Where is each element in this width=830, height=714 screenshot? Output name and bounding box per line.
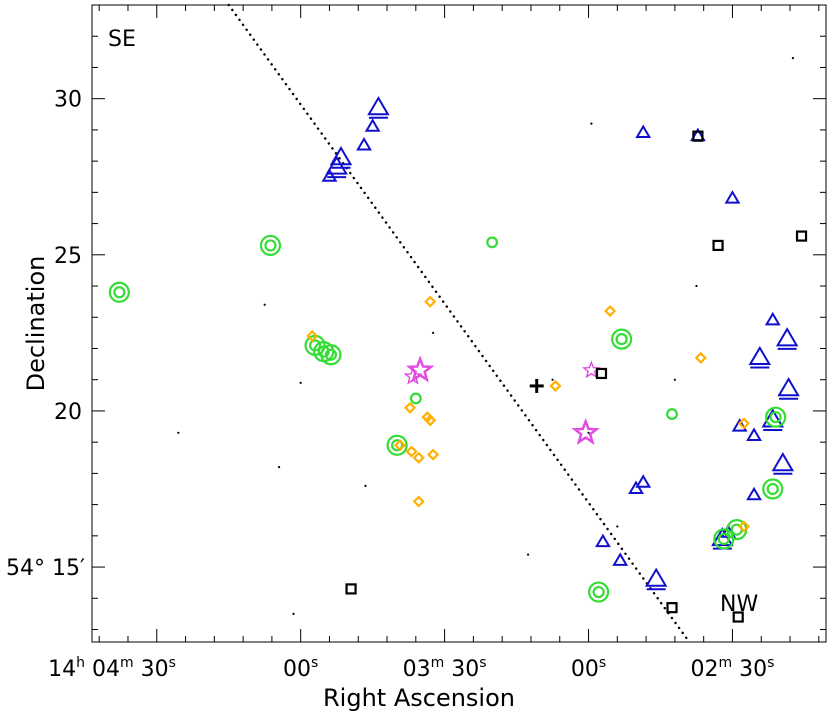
x-axis-title: Right Ascension [323,684,515,712]
diamond-marker [393,439,407,452]
circle-inner-ring [264,239,277,252]
circle-inner-ring [766,482,779,496]
dot-marker [791,56,794,60]
diamond-marker [306,329,319,343]
y-tick-label: 30 [54,88,82,113]
circle-marker [762,478,784,500]
star-marker [571,417,600,445]
diamond-marker [424,295,437,308]
triangle-marker [321,168,338,182]
diamond-marker [412,495,425,508]
dot-marker [590,122,593,125]
triangle-marker [746,427,762,441]
circle-inner-ring [615,333,628,346]
y-axis-title: Declination [22,256,50,392]
diamond-marker [427,448,440,461]
dot-marker [292,612,295,615]
triangle-marker [356,137,372,151]
dot-marker [177,431,180,434]
square-marker [712,239,724,252]
diamond-marker [405,445,418,458]
triangle-marker [746,486,762,501]
triangle-marker [724,190,741,204]
dot-marker [431,331,435,334]
square-marker [595,367,608,380]
star-marker [403,366,423,385]
dot-marker [277,466,281,469]
triangle-marker [612,552,629,566]
x-tick-label: 00s [571,655,606,682]
diamond-marker [404,401,417,414]
circle-marker [320,344,342,366]
x-tick-label: 14h 04m 30s [48,655,176,682]
circle-inner-ring [324,348,338,361]
x-tick-label: 00s [283,655,318,682]
triangle-marker [364,118,381,132]
square-marker [692,130,704,142]
circle-marker [713,528,735,550]
dot-marker [616,525,619,528]
triangle-marker [635,474,652,488]
triangle-marker [325,155,348,175]
circle-marker [765,406,787,428]
x-tick-label: 03m 30s [403,655,487,682]
star-inner-outline [575,421,597,442]
triangle-marker [777,377,800,397]
corner-label-se: SE [108,27,136,52]
circle-inner-ring [592,585,605,599]
y-tick-label: 20 [54,400,82,425]
dot-marker [299,381,302,384]
triangle-marker [775,327,799,347]
y-tick-label: 25 [54,244,82,269]
triangle-marker [644,567,668,587]
x-tick-label: 02m 30s [690,655,774,682]
square-marker [666,602,678,614]
dot-marker [673,378,676,381]
circle-marker [386,434,408,456]
circle-inner-ring [317,345,330,358]
circle-inner-ring [391,439,404,452]
dot-marker [364,484,367,487]
circle-inner-ring [717,532,730,546]
dot-marker [695,284,698,288]
diamond-marker [424,414,437,427]
diamond-marker [412,451,425,464]
diamond-marker [549,379,562,393]
square-marker [795,230,808,242]
dot-marker [526,553,530,556]
star-marker [582,360,601,379]
diamond-marker [737,417,751,430]
triangle-marker [628,480,644,495]
plot-frame [91,4,827,643]
circle-marker [666,408,678,420]
triangle-marker [771,452,795,472]
dot-marker [263,303,266,306]
diamond-marker [694,351,707,364]
triangle-marker [748,345,772,366]
triangle-marker [367,96,390,116]
square-marker [732,611,744,623]
circle-marker [611,328,633,350]
triangle-marker [595,533,611,548]
diamond-marker [604,304,617,318]
square-marker [345,583,357,595]
star-marker [406,355,435,383]
dotted-line [227,3,691,644]
circle-inner-ring [769,411,782,424]
circle-marker [486,236,499,249]
dot-marker [551,378,554,381]
diamond-marker [737,520,751,533]
corner-label-nw: NW [720,592,758,617]
circle-marker [409,392,422,405]
circle-inner-ring [113,286,126,299]
circle-marker [588,581,610,603]
dot-marker [587,431,590,434]
y-tick-label-bottom: 54° 15′ [6,556,85,581]
circle-marker [259,234,282,257]
circle-marker [108,281,130,303]
triangle-marker [635,124,652,139]
triangle-marker [764,311,781,326]
